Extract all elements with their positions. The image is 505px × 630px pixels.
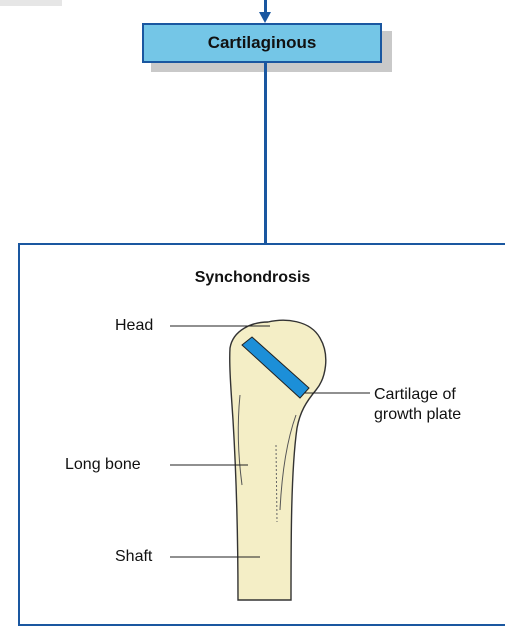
label-cartilage-growth-plate: Cartilage of growth plate: [374, 385, 461, 425]
label-cartilage-line2: growth plate: [374, 405, 461, 425]
label-long-bone: Long bone: [65, 455, 141, 475]
label-cartilage-line1: Cartilage of: [374, 386, 456, 403]
label-head: Head: [115, 316, 153, 336]
label-shaft: Shaft: [115, 547, 152, 567]
